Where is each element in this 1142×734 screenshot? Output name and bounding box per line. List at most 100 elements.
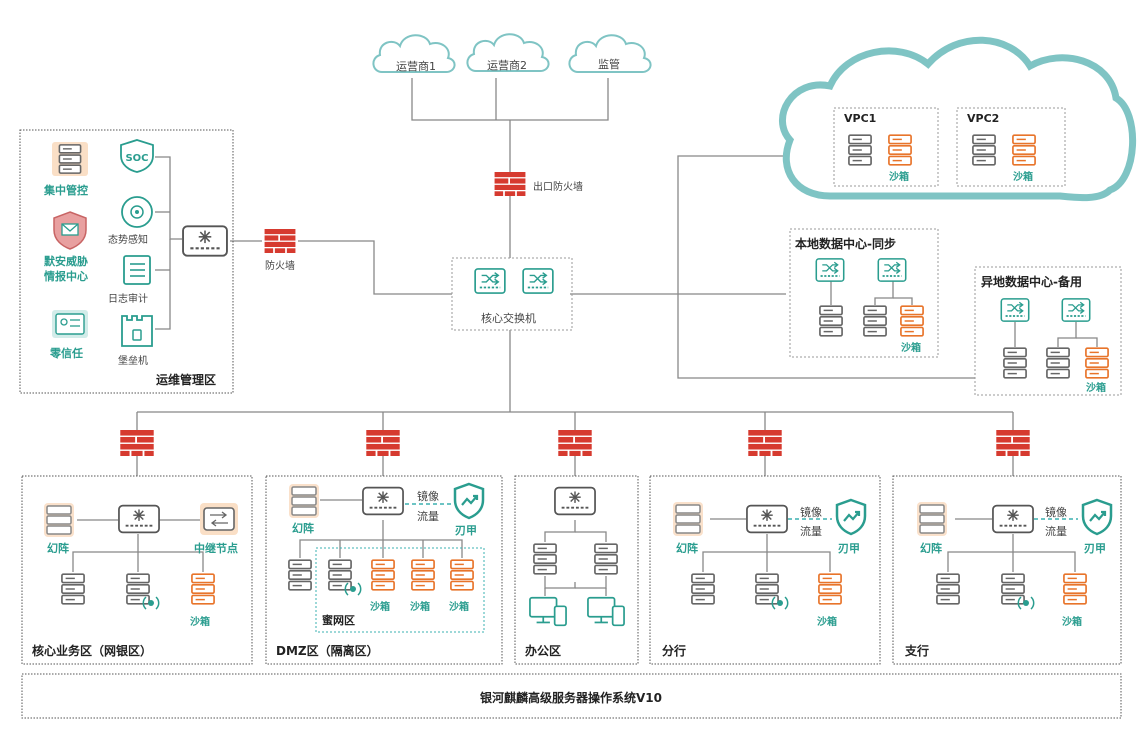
- threat-intel-label-1: 默安威胁: [44, 255, 88, 268]
- local-dc-sandbox-label: 沙箱: [901, 343, 921, 354]
- log-audit-label: 日志审计: [108, 294, 148, 305]
- dmz-renjia-shield-icon: [453, 482, 485, 520]
- threat-intel-label-2: 情报中心: [44, 270, 88, 283]
- branch-zone: [649, 475, 881, 665]
- office-pc-icon: [529, 596, 567, 627]
- remote-dc-switch-icon: [1000, 298, 1030, 322]
- vpc1-sandbox-label: 沙箱: [889, 172, 909, 183]
- local-dc-title: 本地数据中心-同步: [795, 237, 896, 251]
- subbranch-sandbox-icon: [1063, 573, 1087, 605]
- dmz-probe-signal-icon: [344, 582, 362, 596]
- cloud-isp1-label: 运营商1: [396, 60, 436, 73]
- log-audit-icon: [123, 255, 151, 285]
- situation-label: 态势感知: [108, 235, 148, 246]
- dmz-switch-icon: [362, 486, 404, 516]
- local-dc-box: [789, 228, 939, 358]
- branch-sandbox-icon: [818, 573, 842, 605]
- office-zone-label: 办公区: [525, 644, 562, 658]
- ops-zone: [19, 129, 234, 394]
- core-huanzhen-label: 幻阵: [47, 542, 69, 555]
- dmz-zone-label: DMZ区（隔离区）: [276, 644, 379, 658]
- vpc2-sandbox-icon: [1012, 134, 1036, 166]
- branch-server-icon: [691, 573, 715, 605]
- branch-flow-label: 流量: [800, 525, 822, 538]
- branch-sandbox-label: 沙箱: [817, 617, 837, 628]
- dmz-huanzhen-icon: [288, 484, 320, 518]
- branch-renjia-shield-icon: [835, 498, 867, 536]
- local-dc-server-icon: [819, 305, 843, 337]
- huanzhen-honeypot-icon: [43, 503, 75, 537]
- branch-zone-label: 分行: [662, 644, 687, 658]
- threat-intel-icon: [53, 211, 87, 250]
- branch-mirror-label: 镜像: [800, 506, 822, 519]
- core-switch-box: [451, 257, 573, 331]
- office-server-icon: [533, 543, 557, 575]
- firewall-office-icon: [558, 430, 592, 456]
- subbranch-huanzhen-label: 幻阵: [920, 542, 942, 555]
- remote-dc-switch-icon: [1061, 298, 1091, 322]
- office-server-icon: [594, 543, 618, 575]
- branch-switch-icon: [746, 504, 788, 534]
- os-bar: [21, 673, 1122, 719]
- dmz-sandbox-label: 沙箱: [370, 602, 390, 613]
- vpc1-server-icon: [848, 134, 872, 166]
- dmz-zone: [265, 475, 503, 665]
- remote-dc-box: [974, 266, 1122, 396]
- subbranch-zone: [892, 475, 1122, 665]
- core-zone-label: 核心业务区（网银区）: [32, 644, 153, 658]
- vpc1-box: [833, 107, 939, 187]
- core-zone-switch-icon: [118, 504, 160, 534]
- vpc2-box: [956, 107, 1066, 187]
- exit-firewall-label: 出口防火墙: [533, 182, 583, 193]
- core-sandbox-label: 沙箱: [190, 617, 210, 628]
- central-mgmt-icon: [52, 142, 88, 176]
- probe-signal-icon: [142, 596, 160, 610]
- subbranch-server-icon: [936, 573, 960, 605]
- dmz-sandbox-icon: [411, 559, 435, 591]
- ops-switch-icon: [182, 225, 228, 257]
- honeynet-label: 蜜网区: [322, 614, 355, 627]
- firewall-subbranch-icon: [996, 430, 1030, 456]
- big-cloud-icon: [778, 36, 1136, 202]
- remote-dc-sandbox-icon: [1085, 347, 1109, 379]
- remote-dc-server-icon: [1046, 347, 1070, 379]
- soc-icon: SOC: [120, 139, 154, 173]
- firewall-branch-icon: [748, 430, 782, 456]
- dmz-mirror-label: 镜像: [417, 490, 439, 503]
- core-business-zone: [21, 475, 253, 665]
- vpc1-sandbox-icon: [888, 134, 912, 166]
- branch-huanzhen-label: 幻阵: [676, 542, 698, 555]
- bastion-icon: [121, 315, 153, 347]
- soc-text: SOC: [125, 153, 148, 164]
- office-switch-icon: [554, 486, 596, 516]
- zero-trust-label: 零信任: [50, 347, 83, 360]
- subbranch-renjia-label: 刃甲: [1084, 542, 1106, 555]
- zero-trust-icon: [52, 310, 88, 338]
- vpc1-label: VPC1: [844, 112, 877, 125]
- relay-node-icon: [200, 503, 238, 535]
- local-dc-sandbox-icon: [900, 305, 924, 337]
- firewall-core-icon: [120, 430, 154, 456]
- subbranch-flow-label: 流量: [1045, 525, 1067, 538]
- dmz-huanzhen-label: 幻阵: [292, 522, 314, 535]
- dmz-honey-server-icon: [328, 559, 352, 591]
- exit-firewall-icon: [494, 172, 526, 196]
- dmz-sandbox-label: 沙箱: [449, 602, 469, 613]
- branch-huanzhen-icon: [672, 502, 704, 536]
- local-dc-switch-icon: [877, 258, 907, 282]
- subbranch-switch-icon: [992, 504, 1034, 534]
- local-dc-switch-icon: [815, 258, 845, 282]
- vpc2-server-icon: [972, 134, 996, 166]
- firewall-icon: [264, 229, 296, 253]
- dmz-sandbox-icon: [450, 559, 474, 591]
- ops-zone-label: 运维管理区: [156, 373, 217, 387]
- cloud-regulator-label: 监管: [598, 58, 620, 71]
- situation-icon: [121, 196, 153, 228]
- dmz-server-icon: [288, 559, 312, 591]
- subbranch-zone-label: 支行: [905, 644, 930, 658]
- mirror-flow-lines: [405, 503, 1078, 520]
- core-server-probe-icon: [126, 573, 150, 605]
- firewall-dmz-icon: [366, 430, 400, 456]
- dmz-sandbox-label: 沙箱: [410, 602, 430, 613]
